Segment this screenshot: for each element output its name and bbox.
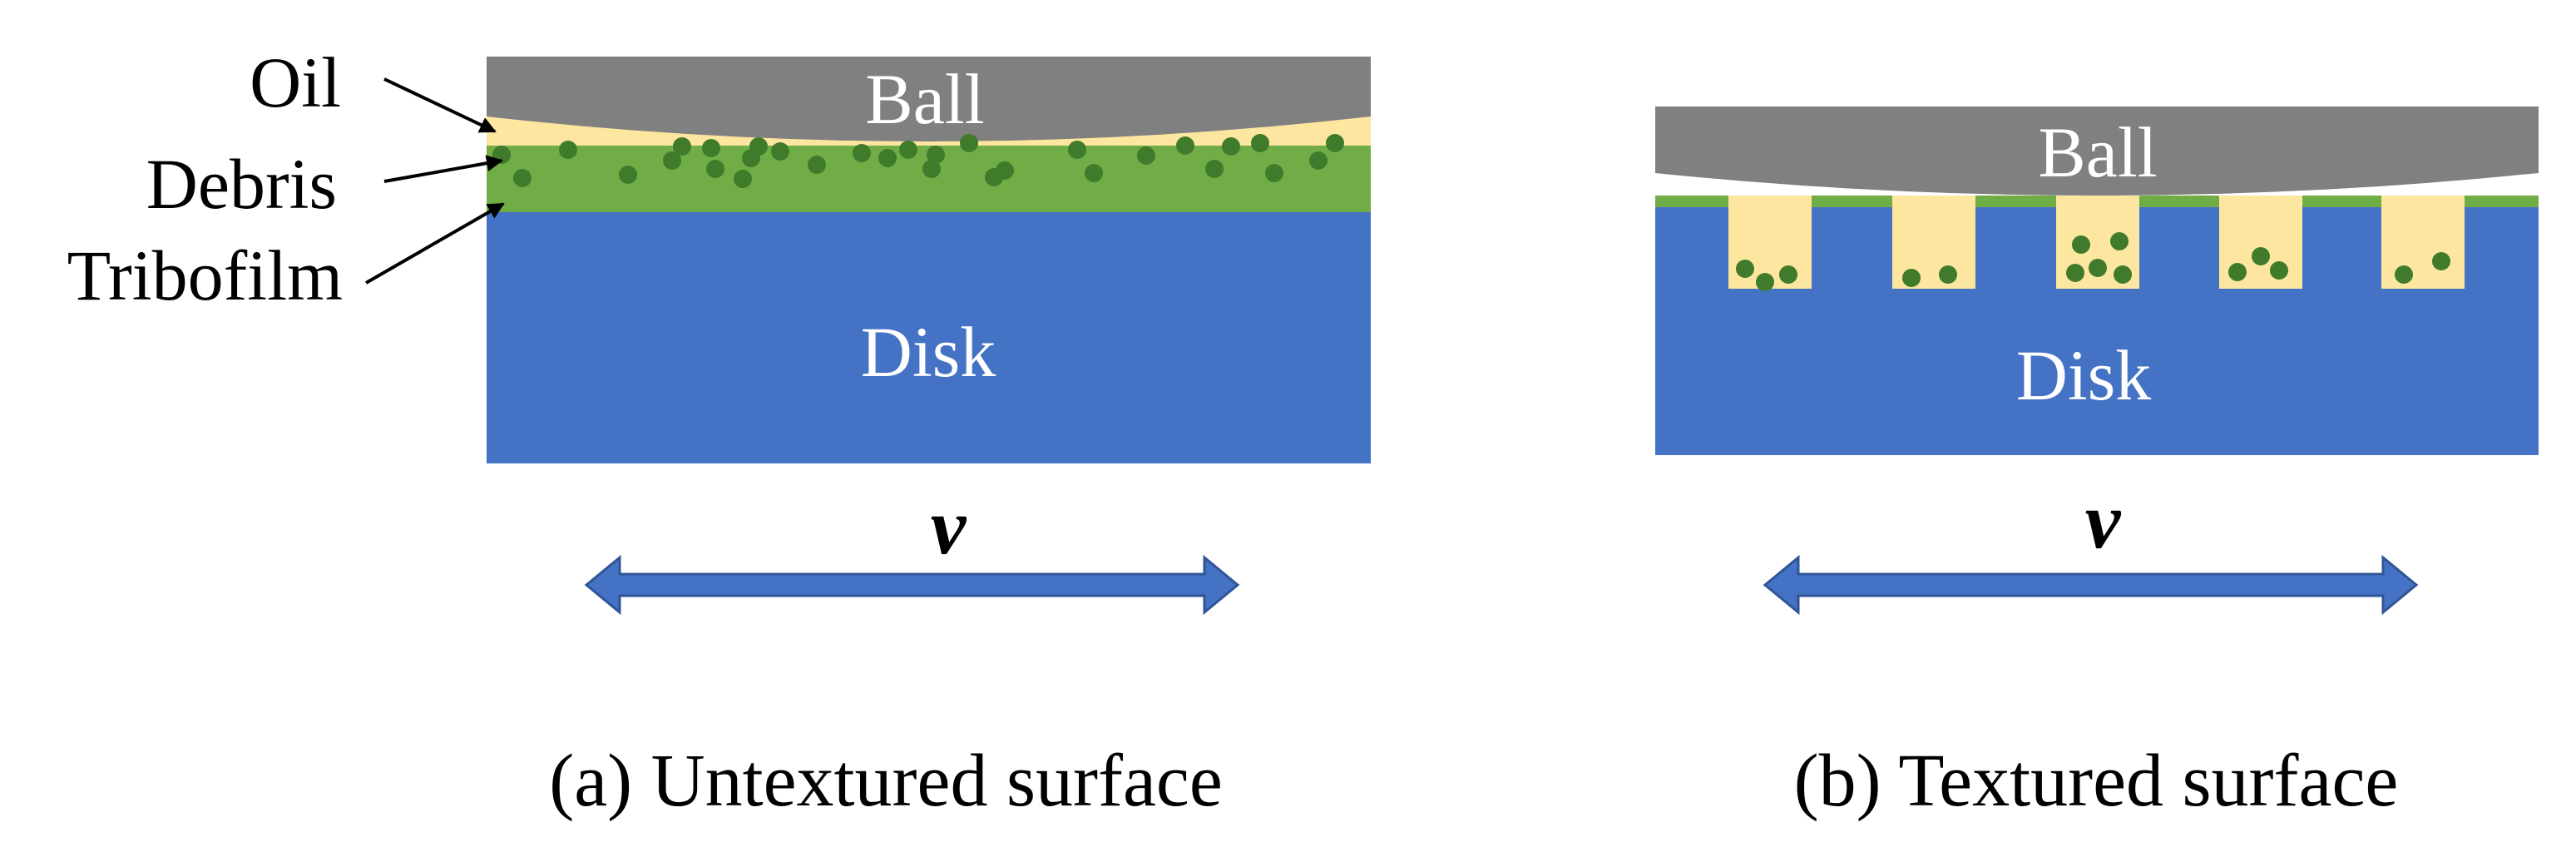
callout-oil-label: Oil <box>250 42 341 122</box>
velocity-label: v <box>2085 476 2122 565</box>
callout-debris-arrow <box>383 155 503 183</box>
caption-textured: (b) Textured surface <box>1794 740 2399 822</box>
callout-oil-arrow <box>383 77 497 133</box>
ball-shape <box>1655 107 2539 196</box>
callout-debris-label: Debris <box>146 144 337 224</box>
callout-tribofilm-arrow <box>365 202 505 285</box>
callout-tribofilm-label: Tribofilm <box>67 235 343 315</box>
panel-textured: Ball Disk v (b) Textured surface <box>1655 107 2539 822</box>
disk-label: Disk <box>861 312 996 392</box>
debris-particles <box>492 134 1344 188</box>
ball-label: Ball <box>2038 112 2157 192</box>
disk-label: Disk <box>2016 335 2151 415</box>
debris-particles <box>1736 232 2450 291</box>
ball-label: Ball <box>865 59 984 139</box>
caption-untextured: (a) Untextured surface <box>549 740 1223 822</box>
velocity-double-arrow <box>584 554 1240 616</box>
panel-untextured: Ball Disk Oil Debris Tribofilm v (a) Unt… <box>67 42 1371 822</box>
disk-block <box>487 212 1371 463</box>
dimple <box>2381 196 2465 289</box>
velocity-label: v <box>931 482 967 571</box>
ball-shape <box>487 57 1371 141</box>
velocity-double-arrow <box>1763 554 2419 616</box>
